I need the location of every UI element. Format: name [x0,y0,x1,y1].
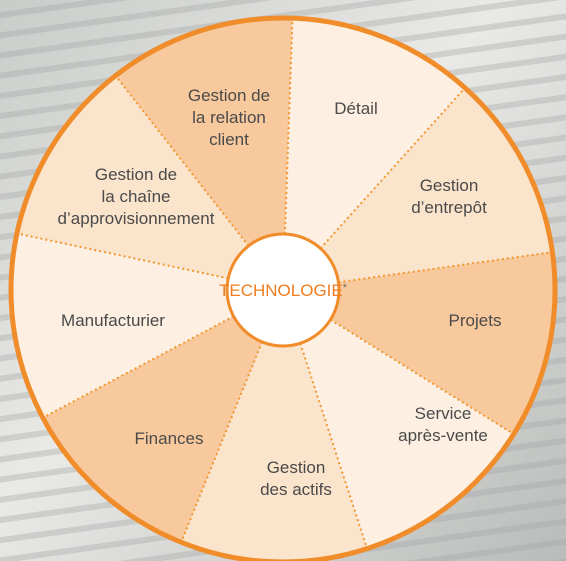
segment-entrepot [320,87,553,283]
segment-label-line: Gestion de [188,86,270,105]
segment-label-line: d’approvisionnement [58,209,215,228]
outer-ring [8,15,558,561]
segment-label-line: la relation [192,108,266,127]
center-label-text: TECHNOLOGIE [219,281,343,300]
segments-layer [10,18,555,561]
segment-chaine [16,75,249,279]
center-label: TECHNOLOGIE* [219,281,348,300]
segment-label-line: Détail [334,99,377,118]
segment-label-line: Finances [135,429,204,448]
segment-divider [299,342,368,548]
segment-divider [180,341,263,541]
center-asterisk: * [343,282,348,294]
segment-divider [329,318,513,434]
segment-label-line: Projets [449,311,502,330]
segment-label-entrepot: Gestion d’entrepôt [411,176,487,217]
segment-label-line: client [209,130,249,149]
segment-divider [44,315,235,418]
center-hub: TECHNOLOGIE* [219,232,348,348]
segment-label-line: des actifs [260,480,332,499]
segment-divider [283,20,294,235]
segment-label-actifs: Gestion des actifs [260,458,332,499]
segment-detail [284,18,466,249]
segment-service [300,319,514,549]
segment-label-line: après-vente [398,426,488,445]
segment-label-detail: Détail [334,99,377,118]
segment-crm [115,18,293,246]
segment-divider [18,232,229,280]
segment-label-projets: Projets [449,311,502,330]
segment-label-finances: Finances [135,429,204,448]
segment-label-line: Gestion de [95,165,177,184]
segment-divider [115,76,250,247]
segment-manufacturier [10,233,234,418]
segment-divider [338,251,551,284]
segment-label-crm: Gestion de la relation client [188,86,270,149]
segment-label-line: Gestion [420,176,479,195]
segment-label-line: Manufacturier [61,311,165,330]
segment-label-line: d’entrepôt [411,198,487,217]
segment-actifs [181,341,368,561]
segment-label-service: Service après-vente [398,404,488,445]
segment-label-line: Service [415,404,472,423]
segment-label-line: Gestion [267,458,326,477]
segment-divider [319,88,465,250]
segment-projets [330,252,555,435]
dividers-layer [18,20,551,548]
segment-label-line: la chaîne [102,187,171,206]
segment-label-manufacturier: Manufacturier [61,311,165,330]
segment-label-chaine: Gestion de la chaîne d’approvisionnement [58,165,215,228]
center-circle [225,232,341,348]
